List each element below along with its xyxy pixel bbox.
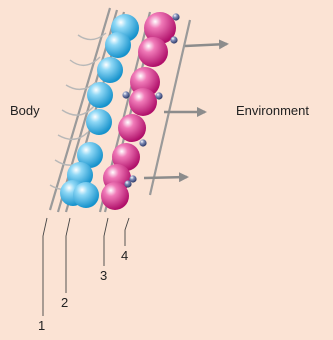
body-label: Body bbox=[10, 104, 40, 117]
small-particle bbox=[172, 13, 179, 20]
leader-line-1 bbox=[43, 218, 47, 316]
blue-sphere bbox=[97, 57, 123, 83]
pink-sphere bbox=[129, 88, 157, 116]
leader-lines bbox=[43, 218, 129, 316]
leader-line-4 bbox=[125, 218, 129, 246]
small-particle bbox=[124, 180, 131, 187]
small-particle bbox=[155, 92, 162, 99]
pink-sphere bbox=[138, 37, 168, 67]
small-particle bbox=[139, 139, 146, 146]
callout-3: 3 bbox=[100, 269, 107, 282]
outward-arrow bbox=[144, 177, 187, 178]
callout-4: 4 bbox=[121, 249, 128, 262]
small-particle bbox=[170, 36, 177, 43]
callout-2: 2 bbox=[61, 296, 68, 309]
blue-sphere bbox=[73, 182, 99, 208]
blue-sphere bbox=[105, 32, 131, 58]
pink-sphere bbox=[118, 114, 146, 142]
blue-sphere bbox=[87, 82, 113, 108]
small-particle bbox=[122, 91, 129, 98]
pink-sphere bbox=[101, 182, 129, 210]
callout-1: 1 bbox=[38, 319, 45, 332]
outward-arrow bbox=[185, 44, 227, 46]
environment-label: Environment bbox=[236, 104, 309, 117]
blue-sphere bbox=[86, 109, 112, 135]
leader-line-3 bbox=[104, 218, 108, 266]
leader-line-2 bbox=[66, 218, 70, 293]
